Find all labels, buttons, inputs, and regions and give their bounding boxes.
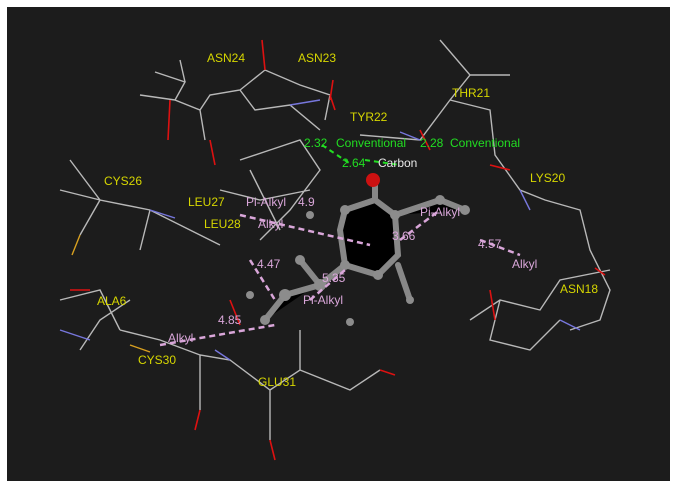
oxygen-atom — [366, 173, 380, 187]
residue-label: ASN18 — [560, 282, 598, 296]
hbond-label: Conventional — [336, 136, 406, 150]
hydrophobic-distance: 4.47 — [257, 257, 281, 271]
ligand — [246, 173, 470, 326]
hydrophobic-distance: 4.85 — [218, 313, 242, 327]
residue-label: LEU27 — [188, 195, 225, 209]
molecule-viewer[interactable]: ASN24 ASN23 TYR22 THR21 LYS20 CYS26 LEU2… — [7, 7, 670, 481]
residue-label: LEU28 — [204, 217, 241, 231]
residue-label: THR21 — [452, 86, 490, 100]
protein-residues-sticks — [59, 39, 611, 461]
hbond-distance: 2.32 — [304, 136, 328, 150]
hbond-distance: 2.64 — [342, 156, 366, 170]
hydrophobic-label: Alkyl — [258, 217, 283, 231]
hydrophobic-label: Alkyl — [168, 331, 193, 345]
hydrophobic-distance: 3.66 — [392, 229, 416, 243]
hbond-distance: 2.28 — [420, 136, 444, 150]
residue-label: CYS30 — [138, 353, 176, 367]
residue-label: LYS20 — [530, 171, 565, 185]
residue-label: ALA6 — [97, 294, 127, 308]
hydrophobic-label: Pi-Alkyl — [246, 195, 286, 209]
carbon-label: Carbon — [378, 156, 417, 170]
hydrophobic-distance: 4.57 — [478, 237, 502, 251]
residue-label: CYS26 — [104, 174, 142, 188]
residue-label: ASN24 — [207, 51, 245, 65]
residue-label: ASN23 — [298, 51, 336, 65]
docking-scene: ASN24 ASN23 TYR22 THR21 LYS20 CYS26 LEU2… — [59, 39, 611, 461]
residue-label: TYR22 — [350, 110, 388, 124]
hydrophobic-label: Alkyl — [512, 257, 537, 271]
interaction-labels: 2.32 Conventional 2.28 Conventional 2.64… — [168, 136, 537, 345]
interaction-lines — [159, 144, 521, 347]
hydrophobic-distance: 5.35 — [322, 271, 346, 285]
hbond-label: Conventional — [450, 136, 520, 150]
residue-label: GLU31 — [258, 375, 296, 389]
hydrophobic-label: Pi-Alkyl — [420, 205, 460, 219]
hydrophobic-label: Pi-Alkyl — [303, 293, 343, 307]
hydrophobic-distance: 4.9 — [298, 195, 315, 209]
residue-labels: ASN24 ASN23 TYR22 THR21 LYS20 CYS26 LEU2… — [97, 51, 598, 389]
